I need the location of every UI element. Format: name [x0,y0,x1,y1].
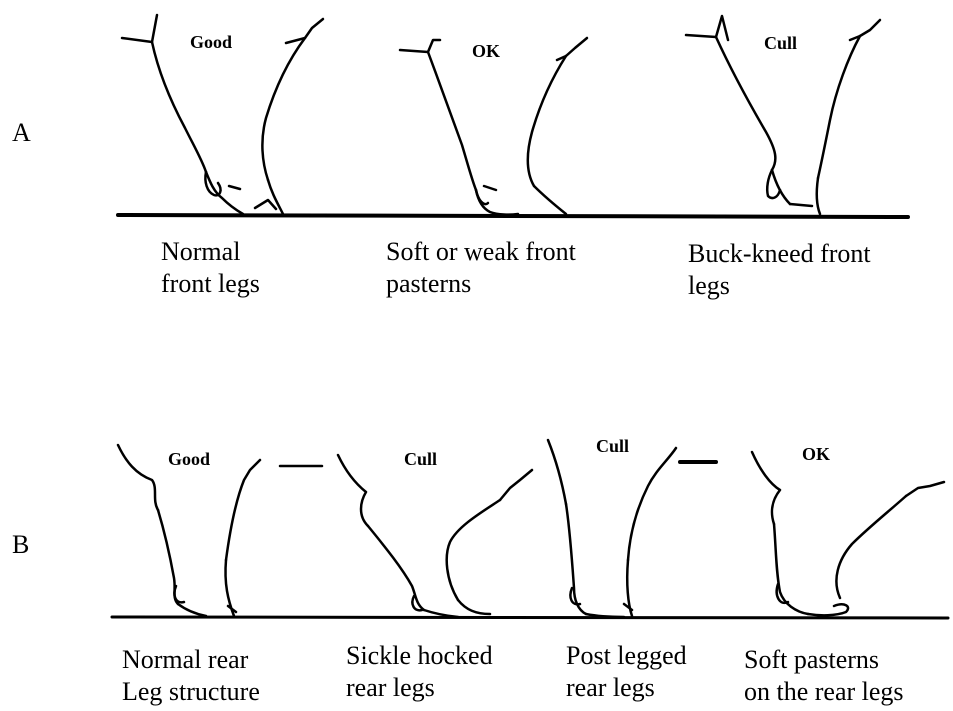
leg-drawing-b-cull-2 [548,440,716,617]
rating-label-b-cull-1: Cull [404,449,437,470]
leg-drawing-b-cull-1 [338,455,532,617]
rating-label-b-good: Good [168,449,210,470]
caption-a-soft-front-pasterns: Soft or weak front pasterns [386,236,576,300]
rating-label-a-ok: OK [472,41,500,62]
row-label-b: B [12,530,29,560]
rating-label-a-good: Good [190,32,232,53]
rating-label-b-cull-2: Cull [596,436,629,457]
caption-b-normal-rear: Normal rear Leg structure [122,644,260,708]
rating-label-a-cull: Cull [764,33,797,54]
leg-drawing-b-ok [752,452,944,615]
rating-label-b-ok: OK [802,444,830,465]
leg-drawing-a-ok [400,38,587,215]
caption-a-buck-kneed: Buck-kneed front legs [688,238,871,302]
row-label-a: A [12,118,31,148]
ground-line-b [112,617,948,618]
caption-a-normal-front-legs: Normal front legs [161,236,260,300]
caption-b-sickle-hocked: Sickle hocked rear legs [346,640,493,704]
leg-drawing-b-good [118,445,322,616]
caption-b-post-legged: Post legged rear legs [566,640,687,704]
caption-b-soft-rear-pasterns: Soft pasterns on the rear legs [744,644,904,708]
